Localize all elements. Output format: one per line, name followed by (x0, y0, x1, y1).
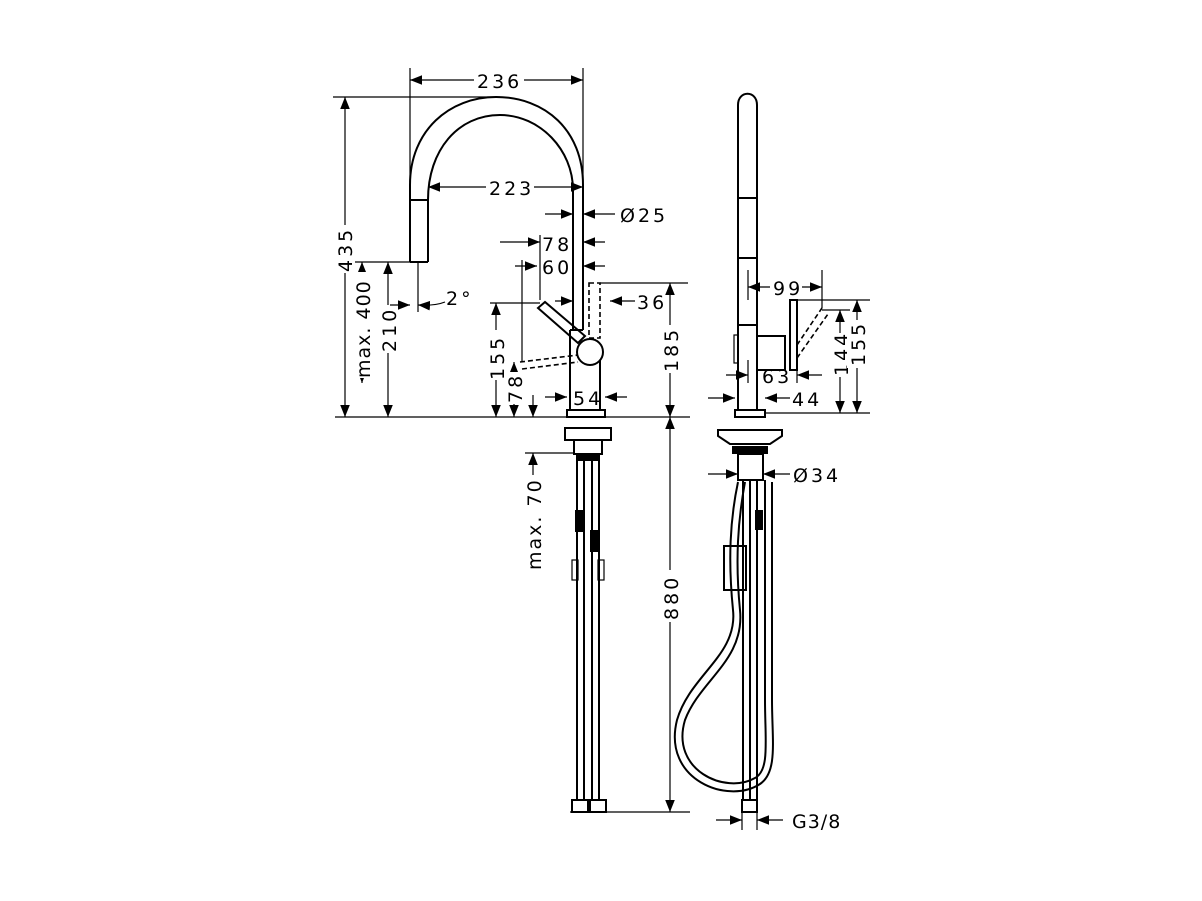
dim-236: 236 (477, 71, 522, 93)
dim-78-low: 78 (505, 373, 527, 403)
dim-g38: G3/8 (792, 811, 841, 833)
dim-880: 880 (661, 575, 683, 620)
dim-155-lever: 155 (487, 335, 509, 380)
dim-223: 223 (489, 178, 534, 200)
dim-63: 63 (762, 366, 792, 388)
dim-60-lever: 60 (542, 257, 572, 279)
faucet-front-outline (409, 95, 612, 813)
dim-angle-2: 2° (446, 288, 474, 310)
dim-max-70: max. 70 (524, 478, 546, 570)
dim-210: 210 (379, 307, 401, 352)
dim-diameter-34: Ø34 (793, 465, 841, 487)
front-view: 236 223 Ø25 78 60 36 435 max. 400 210 (333, 68, 690, 813)
dim-36: 36 (637, 292, 667, 314)
dim-diameter-25: Ø25 (620, 205, 668, 227)
side-view: 99 144 155 63 44 Ø34 G3/8 (673, 92, 870, 833)
dim-max-400: max. 400 (353, 280, 375, 378)
dim-78-lever: 78 (542, 234, 572, 256)
dim-185: 185 (661, 327, 683, 372)
dim-435: 435 (335, 227, 357, 272)
faucet-side-outline (673, 92, 829, 813)
dim-44: 44 (792, 389, 822, 411)
dim-54: 54 (573, 388, 603, 410)
lever-hub (576, 338, 604, 366)
dim-99: 99 (773, 278, 803, 300)
dim-155-side: 155 (848, 321, 870, 366)
